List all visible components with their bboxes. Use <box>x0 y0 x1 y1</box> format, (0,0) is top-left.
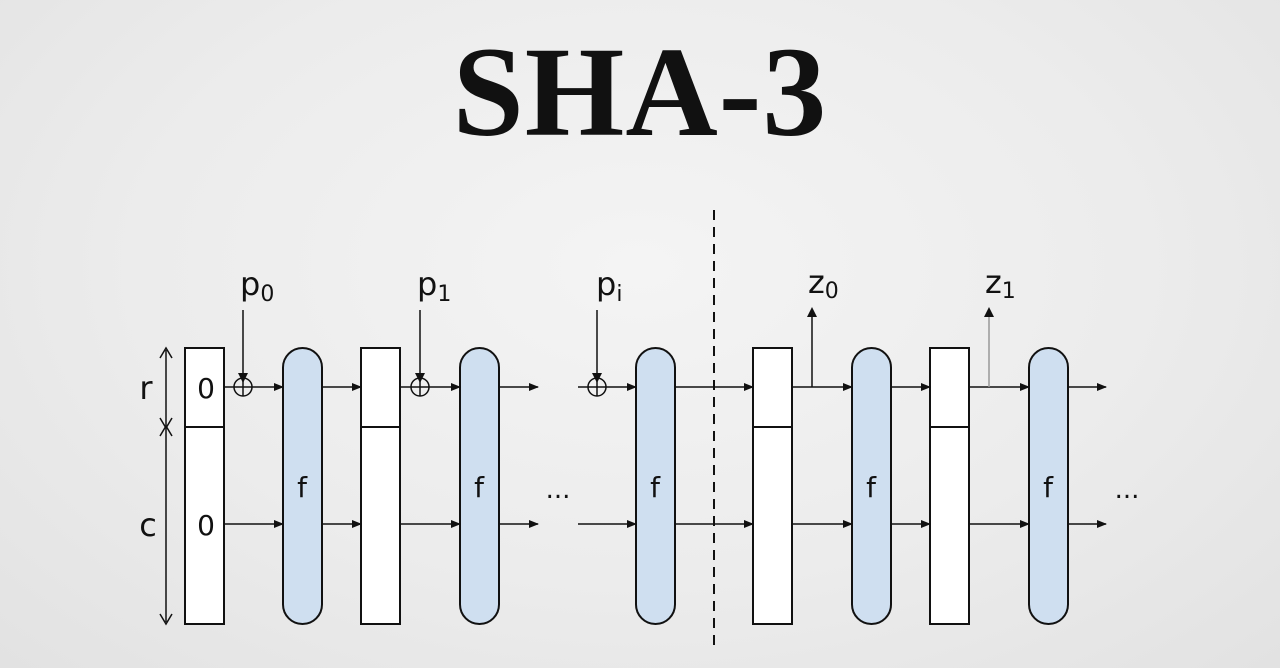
state-block <box>752 347 793 625</box>
f-label: f <box>866 471 877 504</box>
state-block <box>360 347 401 625</box>
permutation-f-block <box>459 347 500 625</box>
f-label: f <box>297 471 308 504</box>
permutation-f-block <box>1028 347 1069 625</box>
input-block-label: pi <box>596 265 622 307</box>
initial-rate-value: 0 <box>197 372 215 405</box>
state-block <box>929 347 970 625</box>
permutation-f-block <box>635 347 676 625</box>
data-flow-arrows <box>224 307 1107 528</box>
rate-label: r <box>139 369 153 407</box>
output-block-label: z0 <box>808 263 839 304</box>
input-block-label: p0 <box>240 265 274 307</box>
f-label: f <box>1043 471 1054 504</box>
ellipsis: ... <box>1115 475 1140 505</box>
rate-dimension <box>159 346 173 626</box>
permutation-f-block <box>851 347 892 625</box>
xor-icon <box>587 377 607 397</box>
output-block-label: z1 <box>985 263 1016 304</box>
permutation-f-block <box>282 347 323 625</box>
f-label: f <box>650 471 661 504</box>
input-block-label: p1 <box>417 265 451 307</box>
xor-icon <box>233 377 253 397</box>
state-block-initial <box>184 347 225 625</box>
ellipsis: ... <box>546 475 571 505</box>
capacity-label: c <box>139 506 157 544</box>
page-title: SHA-3 <box>452 21 828 163</box>
initial-capacity-value: 0 <box>197 509 215 542</box>
xor-icon <box>410 377 430 397</box>
f-label: f <box>474 471 485 504</box>
